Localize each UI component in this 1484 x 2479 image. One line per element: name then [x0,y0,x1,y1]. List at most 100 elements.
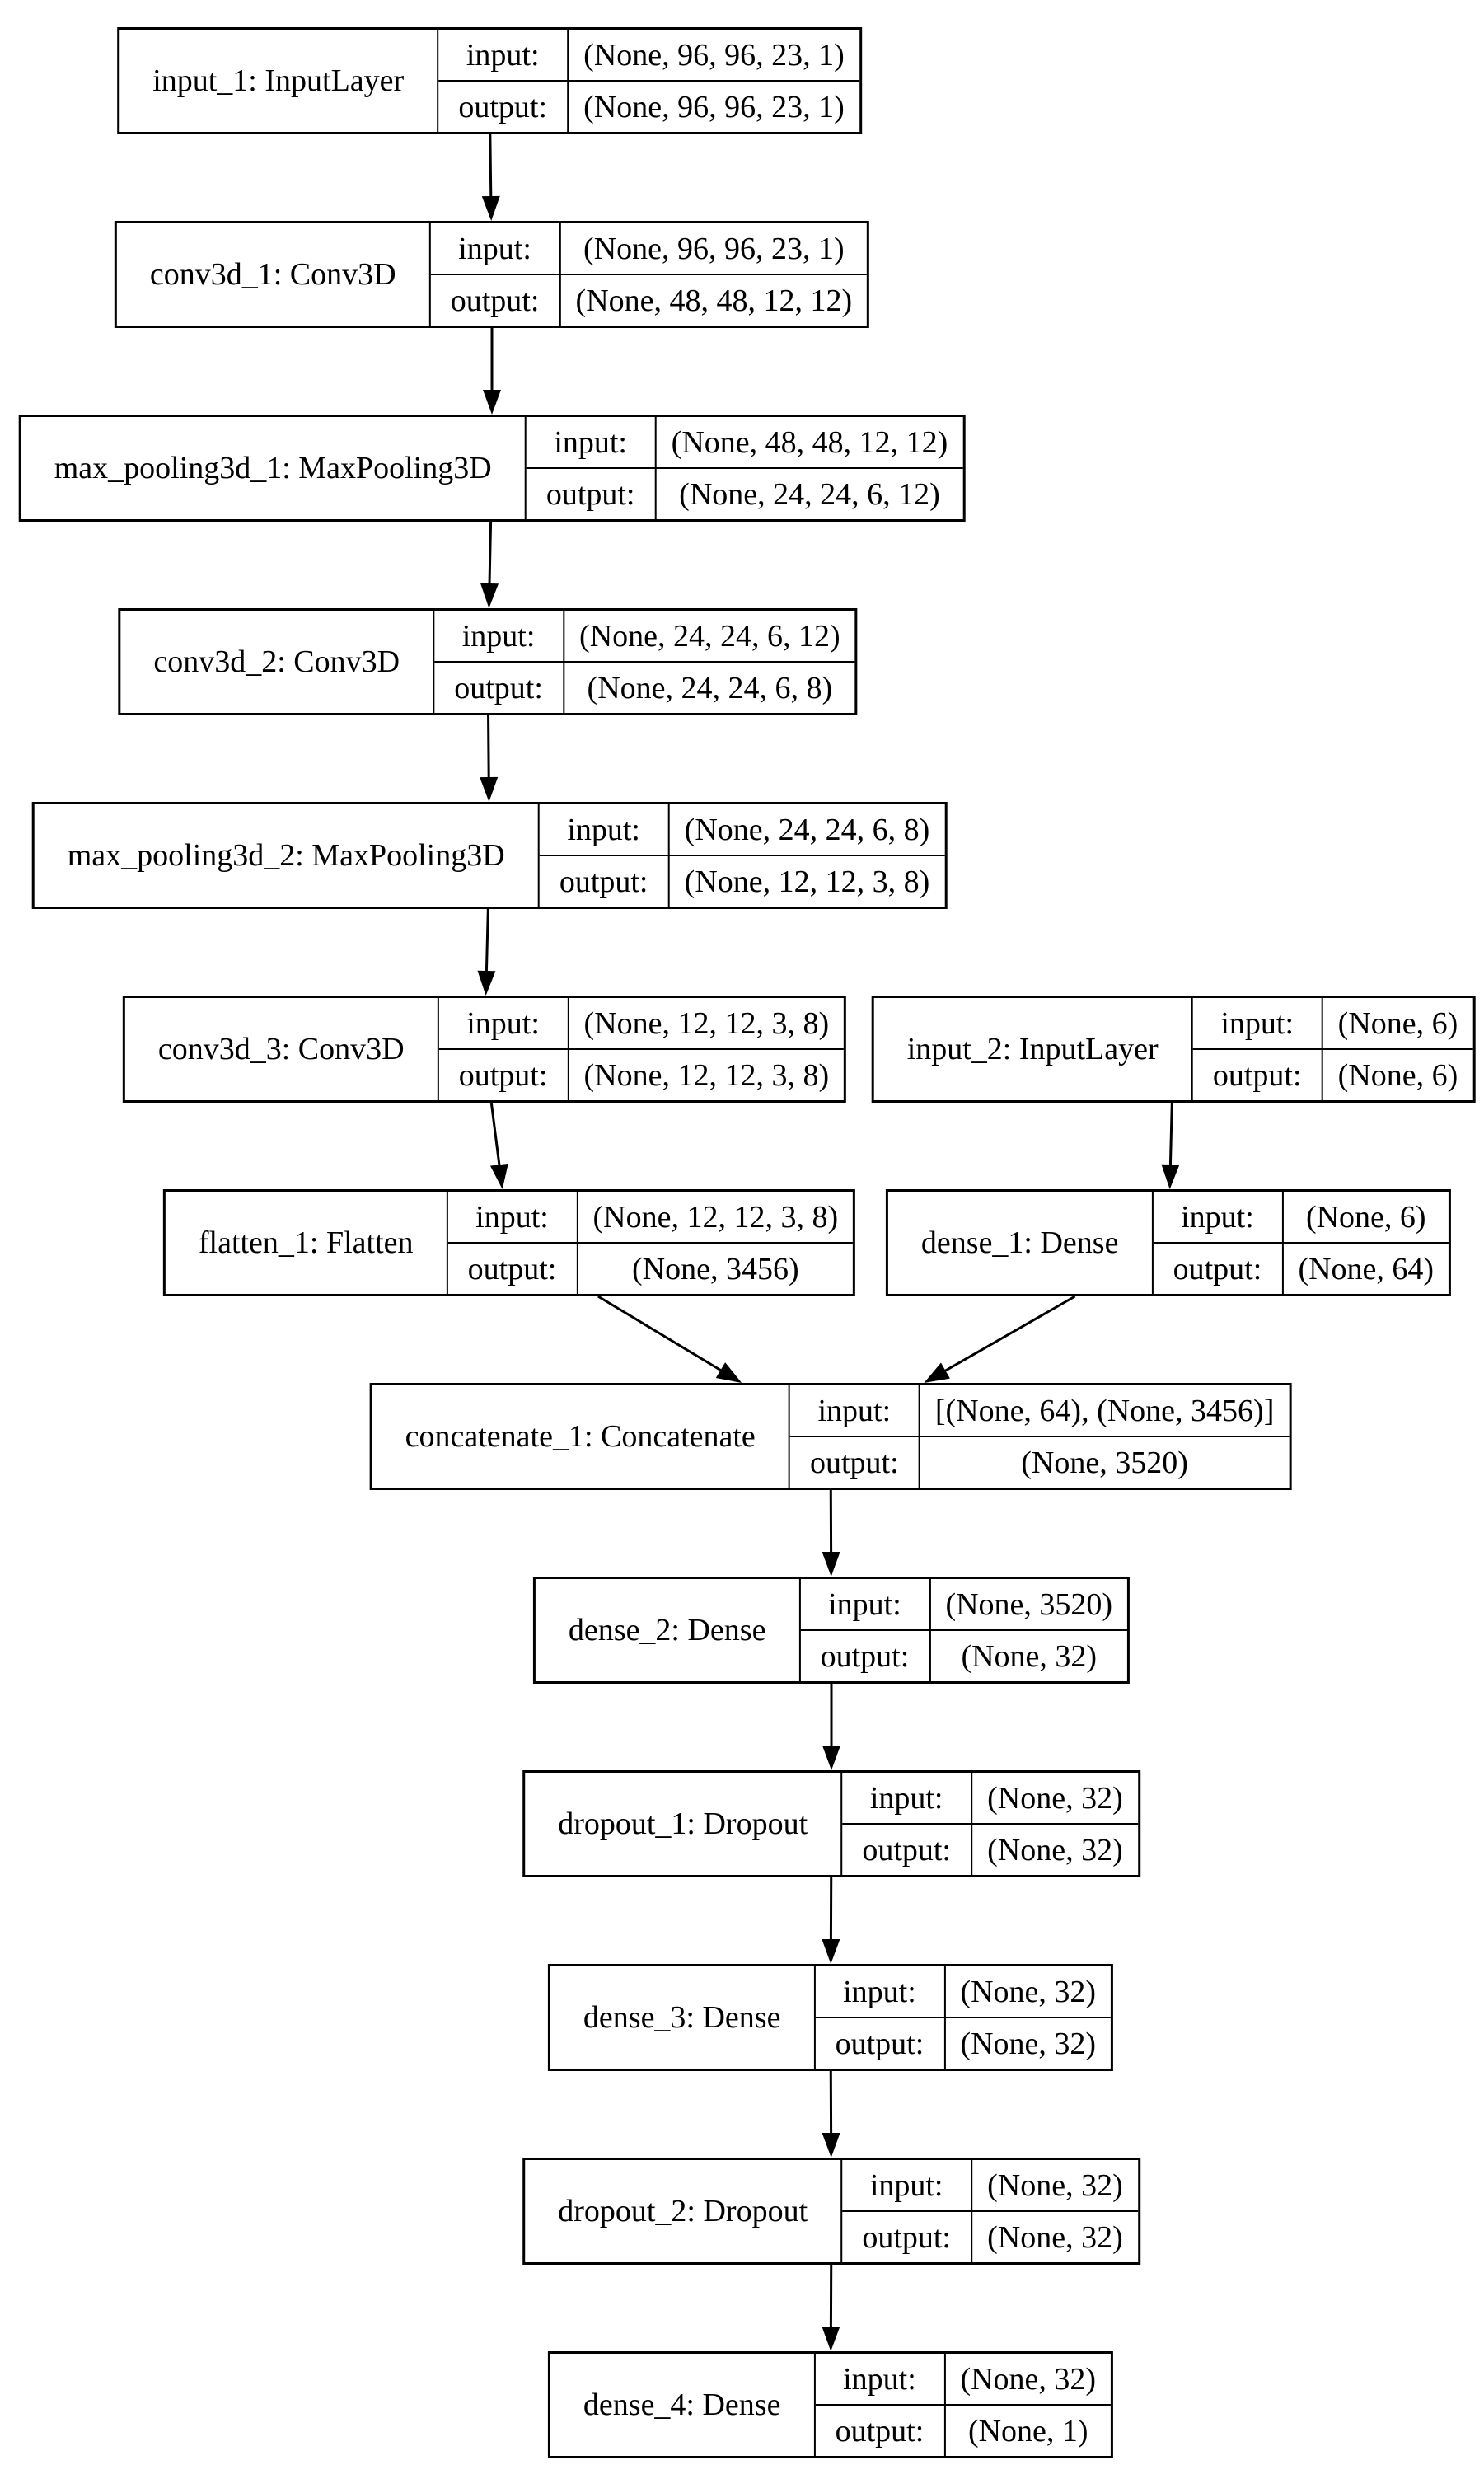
input-shape: (None, 96, 96, 23, 1) [583,231,845,266]
output-row: output: (None, 1) [815,2406,1111,2456]
input-shape: [(None, 64), (None, 3456)] [934,1393,1275,1428]
input-shape: (None, 24, 24, 6, 12) [579,618,840,654]
output-label: output: [815,2018,946,2069]
input-shape: (None, 12, 12, 3, 8) [583,1005,830,1041]
output-row: output:(None, 24, 24, 6, 12) [527,469,963,519]
output-row: output:(None, 96, 96, 23, 1) [438,82,859,132]
edge-arrowhead-max_pooling3d_2-to-conv3d_3 [477,970,496,996]
io-table: input: (None, 32) output: (None, 32) [842,2160,1138,2262]
input-row: input: (None, 48, 48, 12, 12) [526,417,963,469]
output-shape: (None, 6) [1337,1057,1458,1093]
output-row: output:(None, 32) [800,1631,1127,1681]
output-label: output: [842,2212,973,2262]
output-row: output: (None, 32) [842,2212,1138,2262]
edge-arrowhead-input_2-to-dense_1 [1161,1164,1180,1189]
output-shape: (None, 32) [987,2219,1123,2255]
output-shape: (None, 48, 48, 12, 12) [575,283,853,318]
edge-arrowhead-input_1-to-conv3d_1 [481,195,500,221]
edge-line-max_pooling3d_1-to-conv3d_2 [488,521,493,589]
layer-name: dense_4: Dense [550,2354,816,2456]
output-label: output: [439,1050,569,1100]
input-label: input: [540,804,670,855]
input-row: input: (None, 32) [842,2160,1138,2212]
input-row: input:(None, 3520) [800,1579,1128,1631]
input-shape: (None, 48, 48, 12, 12) [671,424,948,460]
input-label: input: [815,1966,946,2017]
edge-line-max_pooling3d_2-to-conv3d_3 [485,908,489,977]
output-shape: (None, 1) [967,2413,1088,2449]
edge-arrowhead-concatenate_1-to-dense_2 [822,1551,840,1577]
edge-arrowhead-conv3d_2-to-max_pooling3d_2 [480,776,499,802]
io-table: input: (None, 48, 48, 12, 12) output:(None… [526,417,963,519]
io-table: input:(None, 96, 96, 23, 1)output:(None,… [438,30,859,132]
io-table: input:(None, 96, 96, 23, 1)output:(None,… [430,223,868,326]
output-shape: (None, 12, 12, 3, 8) [583,1057,830,1093]
output-shape: (None, 32) [961,1638,1098,1674]
output-row: output:(None, 3456) [448,1244,854,1294]
layer-name: conv3d_1: Conv3D [117,223,431,326]
layer-name: max_pooling3d_1: MaxPooling3D [21,417,527,519]
edge-arrowhead-conv3d_1-to-max_pooling3d_1 [483,390,501,415]
input-label: input: [1153,1192,1284,1242]
output-shape: (None, 32) [987,1832,1123,1867]
output-shape: (None, 32) [960,2026,1097,2061]
input-row: input: (None, 12, 12, 3, 8) [447,1192,854,1244]
io-table: input: (None, 32) output: (None, 32) [815,1966,1112,2069]
edge-line-dense_1-to-concatenate_1 [940,1295,1076,1375]
input-label: input: [448,1192,578,1242]
input-row: input:(None, 32) [815,2354,1112,2406]
input-shape: (None, 32) [960,2361,1097,2397]
output-shape: (None, 96, 96, 23, 1) [583,89,845,124]
layer-name: dense_3: Dense [550,1966,816,2069]
output-row: output:(None, 6) [1193,1050,1473,1100]
output-row: output:(None, 24, 24, 6, 8) [434,663,855,713]
output-shape: (None, 24, 24, 6, 12) [679,476,940,512]
output-label: output: [815,2406,946,2456]
output-label: output: [1153,1244,1284,1294]
input-shape: (None, 6) [1305,1199,1426,1235]
input-shape: (None, 32) [960,1974,1097,2009]
output-label: output: [448,1244,578,1294]
input-shape: (None, 12, 12, 3, 8) [592,1199,839,1235]
input-row: input: (None, 96, 96, 23, 1) [438,30,859,82]
input-shape: (None, 32) [987,2167,1123,2203]
layer-name: flatten_1: Flatten [166,1192,448,1294]
input-row: input:(None, 24, 24, 6, 12) [434,611,855,663]
input-label: input: [790,1385,920,1436]
edge-arrowhead-dropout_1-to-dense_3 [822,1938,840,1964]
input-label: input: [842,2160,973,2210]
io-table: input:(None, 6)output:(None, 6) [1192,998,1473,1100]
input-label: input: [438,30,569,80]
input-shape: (None, 6) [1337,1005,1458,1041]
input-label: input: [527,417,657,467]
output-shape: (None, 64) [1298,1251,1435,1286]
edge-arrowhead-dense_2-to-dropout_1 [822,1746,840,1770]
input-row: input: (None, 6) [1192,998,1473,1050]
input-label: input: [1193,998,1323,1048]
input-shape: (None, 96, 96, 23, 1) [583,37,845,73]
layer-name: input_2: InputLayer [874,998,1193,1100]
output-label: output: [790,1437,920,1488]
layer-name: dropout_2: Dropout [525,2160,843,2262]
output-shape: (None, 24, 24, 6, 8) [587,670,833,705]
layer-name: dense_2: Dense [536,1579,801,1681]
input-row: input: [(None, 64), (None, 3456)] [789,1385,1290,1437]
edge-line-conv3d_3-to-flatten_1 [489,1102,502,1170]
edge-arrowhead-max_pooling3d_1-to-conv3d_2 [480,583,499,608]
input-row: input:(None, 12, 12, 3, 8) [438,998,845,1050]
input-shape: (None, 32) [987,1780,1123,1816]
edge-line-input_1-to-conv3d_1 [489,134,493,202]
edge-line-input_2-to-dense_1 [1168,1102,1173,1170]
io-table: input: (None, 6) output: (None, 64) [1153,1192,1449,1294]
